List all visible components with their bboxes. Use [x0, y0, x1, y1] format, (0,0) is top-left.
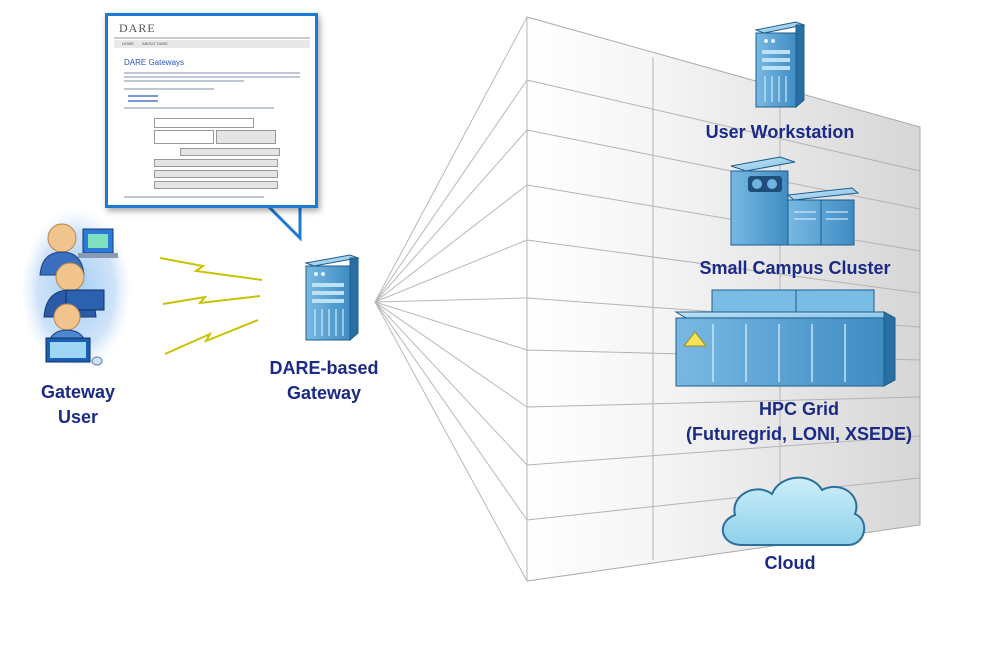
screenshot-page: DARE HOME ABOUT DARE DARE Gateways	[114, 20, 310, 203]
divider	[114, 37, 310, 39]
workstation-server-icon	[754, 21, 806, 109]
nav-item-about: ABOUT DARE	[142, 41, 168, 46]
hpc-grid-icon	[674, 289, 896, 387]
screenshot-nav-bar	[114, 40, 310, 48]
dare-logo: DARE	[119, 21, 156, 35]
diagram-box	[216, 130, 276, 144]
label-cloud: Cloud	[764, 553, 816, 573]
lightning-icon	[164, 319, 259, 355]
label-user-workstation: User Workstation	[705, 122, 855, 142]
gateway-screenshot-callout: DARE HOME ABOUT DARE DARE Gateways	[105, 13, 318, 208]
link-line	[128, 100, 158, 102]
text-line	[124, 107, 274, 109]
text-line	[124, 72, 300, 74]
cloud-icon	[721, 476, 866, 546]
text-line	[124, 88, 214, 90]
gateway-user-icon	[21, 208, 131, 372]
label-small-campus-cluster: Small Campus Cluster	[699, 258, 891, 278]
screenshot-page-title: DARE Gateways	[124, 58, 185, 67]
lightning-icon	[162, 295, 261, 305]
lightning-icon	[159, 257, 263, 281]
diagram-box	[154, 130, 214, 144]
text-line	[124, 196, 264, 198]
nav-item-home: HOME	[122, 41, 134, 46]
link-line	[128, 95, 158, 97]
diagram-box	[154, 181, 278, 189]
diagram-box	[180, 148, 280, 156]
diagram-box	[154, 159, 278, 167]
campus-cluster-icon	[730, 156, 860, 246]
lightning-icons	[159, 257, 263, 355]
text-line	[124, 76, 300, 78]
label-hpc-grid: HPC Grid (Futuregrid, LONI, XSEDE)	[685, 399, 912, 444]
perspective-rays	[374, 16, 528, 582]
label-dare-gateway: DARE-based Gateway	[269, 358, 379, 403]
diagram-box	[154, 118, 254, 128]
gateway-server-icon	[304, 254, 360, 342]
label-gateway-user: Gateway User	[40, 382, 116, 427]
diagram-box	[154, 170, 278, 178]
text-line	[124, 80, 244, 82]
